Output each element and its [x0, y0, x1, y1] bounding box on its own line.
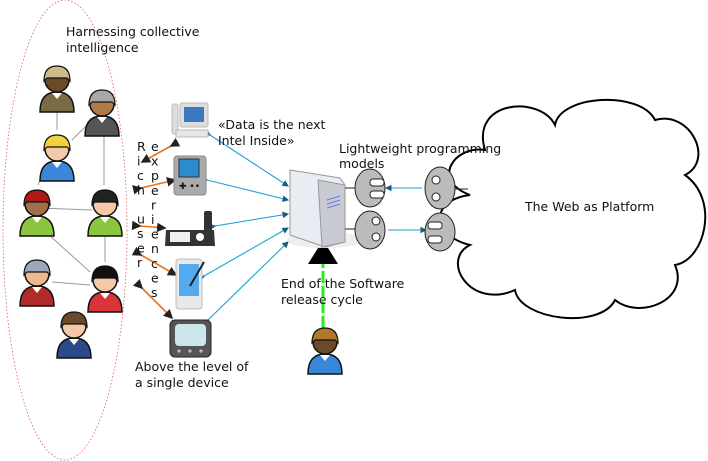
person-icon [87, 189, 123, 237]
desktop-computer-icon [171, 102, 209, 138]
cloud: The Web as Platform [439, 98, 707, 320]
person-icon [19, 189, 55, 237]
people-group [19, 65, 123, 359]
vertical-letter: c [137, 168, 144, 183]
vertical-letter: c [151, 256, 158, 271]
vertical-letter: i [151, 212, 154, 227]
vertical-letter: e [151, 270, 159, 285]
data-label-1: «Data is the next [218, 117, 325, 132]
person-icon [19, 259, 55, 307]
person-icon [39, 65, 75, 113]
vertical-letter: u [137, 212, 145, 227]
phone-icon [165, 211, 215, 246]
headset-person [307, 327, 343, 375]
vertical-letter: r [151, 197, 157, 212]
community-ellipse [2, 0, 128, 461]
plug-icon [424, 212, 456, 252]
release-label-2: release cycle [281, 292, 363, 307]
vertical-letter: x [151, 154, 158, 169]
vertical-letter: p [151, 168, 159, 183]
device-label-1: Above the level of [135, 359, 249, 374]
tv-icon [169, 319, 212, 358]
person-icon [307, 327, 343, 375]
vertical-letter: s [151, 285, 158, 300]
lightweight-label-1: Lightweight programming [339, 141, 501, 156]
socket-icon [354, 210, 386, 250]
vertical-letter: h [137, 183, 145, 198]
device-label-2: a single device [135, 375, 229, 390]
vertical-letter: e [137, 241, 145, 256]
person-icon [84, 89, 120, 137]
rich-experience-arrows [131, 137, 181, 320]
plug-icon [354, 168, 386, 208]
labels: Harnessing collective intelligence «Data… [66, 24, 501, 390]
person-icon [87, 265, 123, 313]
person-icon [56, 311, 92, 359]
vertical-letter: e [151, 227, 159, 242]
collective-label-2: intelligence [66, 40, 139, 55]
lightweight-label-2: models [339, 156, 384, 171]
vertical-letter: r [137, 255, 143, 270]
server-icon [287, 169, 363, 248]
vertical-letter: e [151, 139, 159, 154]
vertical-letter: e [151, 183, 159, 198]
web-platform-label: The Web as Platform [524, 199, 654, 214]
collective-label-1: Harnessing collective [66, 24, 200, 39]
person-icon [39, 134, 75, 182]
release-label-1: End of the Software [281, 276, 405, 291]
vertical-letter: n [151, 241, 159, 256]
plug-connectors [345, 166, 468, 252]
data-label-2: Intel Inside» [218, 133, 295, 148]
vertical-letter: R [137, 139, 146, 154]
handheld-game-icon: ✚ •• [173, 155, 207, 196]
svg-text:✚ ••: ✚ •• [179, 182, 200, 192]
vertical-letter: i [137, 154, 140, 169]
device-arrows [197, 129, 428, 327]
pda-icon [175, 258, 205, 310]
socket-icon [424, 166, 456, 210]
vertical-letter: s [137, 226, 144, 241]
